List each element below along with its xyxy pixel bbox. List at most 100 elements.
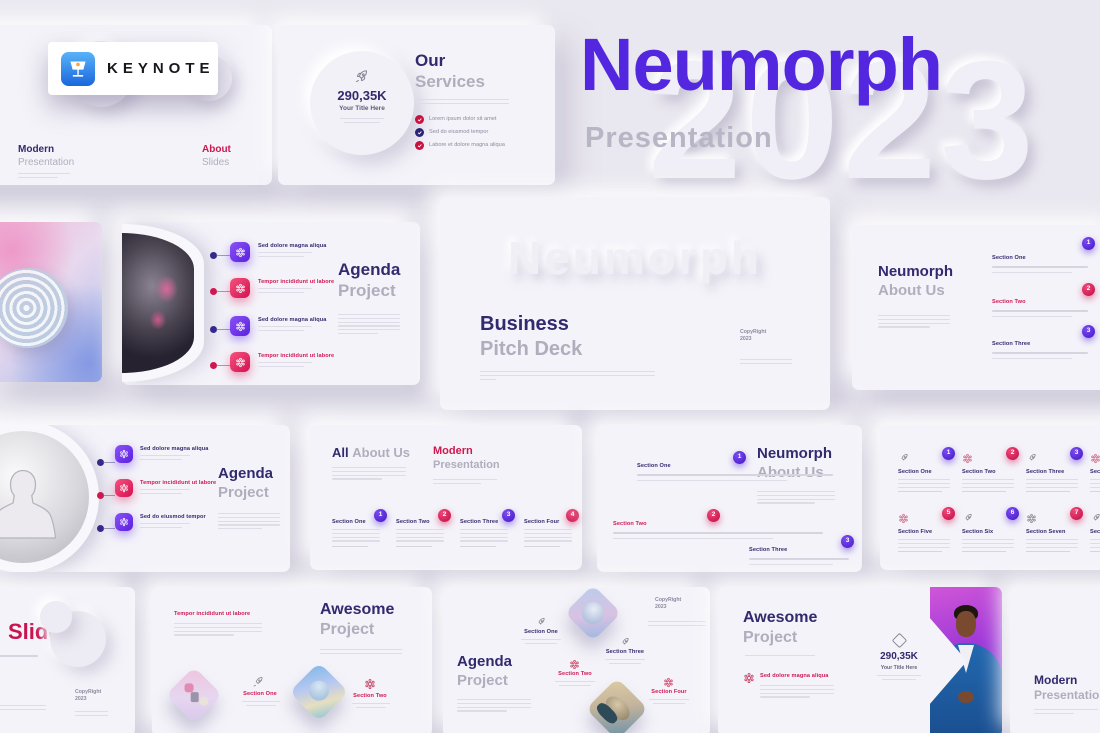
text-line (524, 536, 572, 538)
agenda-item-label: Tempor incididunt ut labore (258, 353, 335, 359)
slide-our-services: 290,35K Your Title Here Our Services Lor… (278, 25, 555, 185)
text-line (218, 516, 280, 518)
text-line (555, 681, 595, 683)
section-number-badge: 1 (942, 447, 955, 460)
text-line (242, 701, 280, 703)
timeline-dot (210, 252, 217, 259)
text-line (740, 362, 792, 364)
slide-awesome-diamonds: Tempor incididunt ut labore Awesome Proj… (152, 587, 432, 733)
keynote-app-icon (61, 51, 95, 86)
section-number-badge: 3 (502, 509, 515, 522)
section-number-badge: 3 (1082, 325, 1095, 338)
placeholder-lines (140, 523, 190, 531)
text-line (258, 291, 304, 293)
text-line (605, 659, 645, 661)
slide-title: Business (480, 313, 569, 335)
section-number-badge: 4 (566, 509, 579, 522)
slide-subtitle: About Us (757, 464, 824, 481)
rule-line (898, 550, 942, 553)
copyright-label: CopyRight 2023 (655, 597, 681, 612)
text-line (525, 642, 557, 644)
timeline-dot (97, 525, 104, 532)
placeholder-paragraph (898, 539, 950, 556)
services-subtitle: Services (415, 72, 485, 91)
slide-all-about-us: All About Us Modern Presentation 1 Secti… (310, 425, 582, 570)
slide-subtitle: Presentation (1034, 688, 1100, 702)
text-line (75, 711, 108, 713)
placeholder-lines (140, 489, 190, 497)
text-line (340, 118, 384, 120)
embossed-shape (40, 601, 72, 633)
placeholder-lines (18, 173, 70, 178)
text-line (1026, 486, 1078, 488)
placeholder-lines (242, 701, 280, 709)
section-label: Section One (637, 463, 671, 469)
text-line (898, 482, 950, 484)
section-label: Section Four (524, 519, 560, 525)
timeline-dot (210, 288, 217, 295)
agenda-item-icon (115, 445, 133, 463)
section-number-badge: 1 (374, 509, 387, 522)
text-line (332, 467, 406, 469)
diamond-image-warm (585, 677, 649, 733)
placeholder-lines (320, 649, 402, 657)
rocket-icon (1090, 511, 1100, 529)
text-line (962, 539, 1014, 541)
text-line (457, 710, 507, 712)
text-line (637, 480, 787, 482)
slide-sections-grid: 1 Section One 2 Section Two 3 Section Th… (880, 425, 1100, 570)
flower-icon (1090, 451, 1100, 469)
placeholder-paragraph (1090, 539, 1100, 556)
text-line (1026, 539, 1078, 541)
section-number-badge: 6 (1006, 507, 1019, 520)
hero-subtitle: Presentation (585, 122, 773, 154)
slide-subtitle: Project (743, 629, 798, 646)
slide-agenda-diamonds: CopyRight 2023 Section One Section Three… (443, 587, 710, 733)
section-number-badge: 5 (942, 507, 955, 520)
text-line (898, 486, 950, 488)
text-line (480, 378, 496, 380)
slide-title: Neumorph (757, 445, 832, 462)
diamond-image-holo (289, 662, 349, 722)
text-line (396, 536, 444, 538)
text-line (962, 486, 1014, 488)
timeline-dot (210, 362, 217, 369)
section-label: Section Three (605, 649, 645, 655)
flower-icon (898, 511, 909, 529)
service-bullet: Sed do eiusmod tempor (429, 129, 489, 135)
text-line (344, 121, 380, 123)
text-line (962, 479, 1014, 481)
section-number-badge: 3 (841, 535, 854, 548)
slide-title: Neumorph (878, 263, 953, 280)
section-label: Section Two (353, 693, 387, 699)
timeline-dot (97, 459, 104, 466)
text-line (457, 699, 531, 701)
text-line (740, 359, 792, 361)
slide-title: Awesome (743, 609, 818, 626)
text-line (332, 470, 406, 472)
section-label: Section One (243, 691, 277, 697)
slide-subtitle: Project (218, 484, 269, 501)
text-line (258, 362, 312, 364)
text-line (480, 371, 655, 373)
placeholder-lines (992, 316, 1072, 320)
text-line (1026, 479, 1078, 481)
placeholder-paragraph (962, 539, 1014, 556)
text-line (760, 692, 834, 694)
text-line (878, 326, 930, 328)
placeholder-lines (555, 681, 595, 689)
text-line (1026, 482, 1078, 484)
text-line (898, 539, 950, 541)
section-label: Section Eight (1090, 529, 1100, 535)
placeholder-paragraph (332, 529, 380, 550)
section-number-badge: 1 (733, 451, 746, 464)
placeholder-paragraph (332, 467, 406, 482)
rocket-icon (535, 615, 546, 633)
text-line (258, 252, 312, 254)
placeholder-paragraph (1026, 479, 1078, 496)
slide-neumorph-about: Neumorph About Us 1 Section One 2 Sectio… (852, 225, 1100, 390)
text-line (1026, 542, 1078, 544)
section-label: Section Two (992, 299, 1026, 305)
stat-value: 290,35K (337, 88, 387, 103)
